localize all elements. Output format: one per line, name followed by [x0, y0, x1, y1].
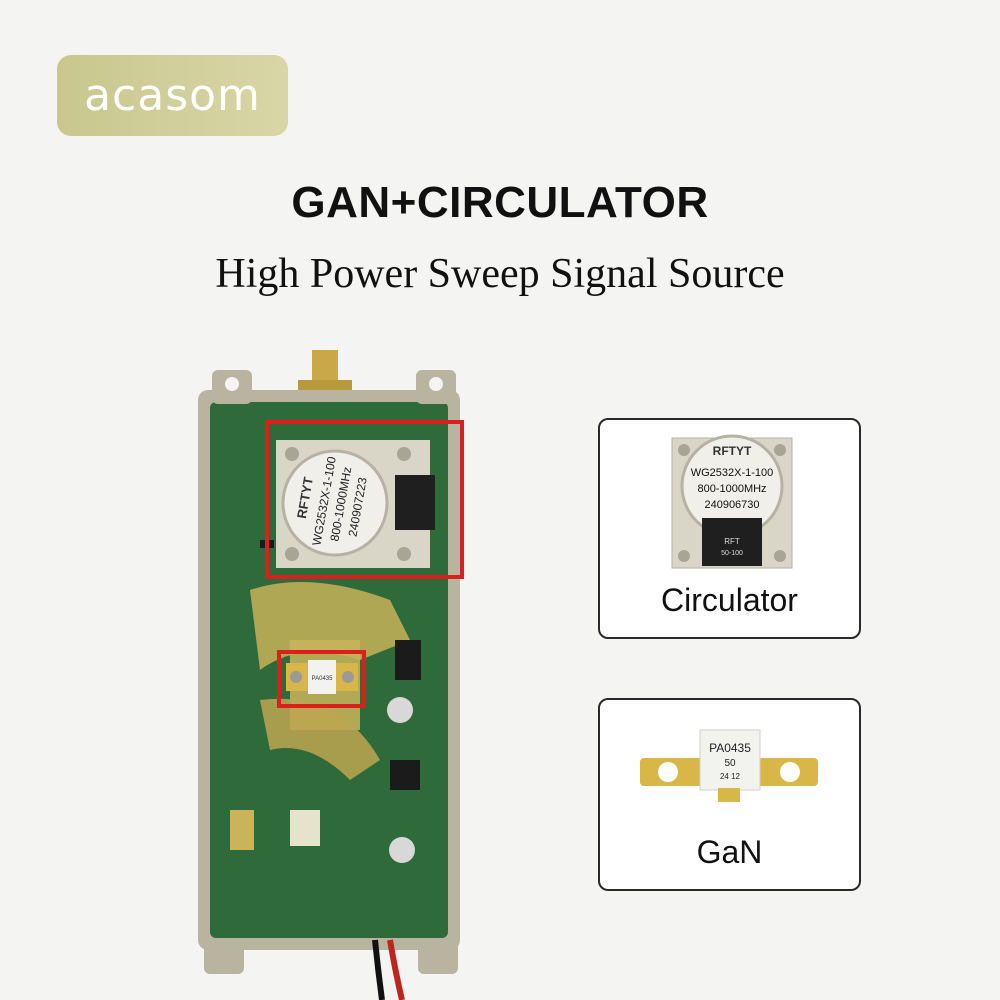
circulator-highlight-box — [265, 420, 464, 579]
gan-card: PA0435 50 24 12 GaN — [598, 698, 861, 891]
gan-chip-label: PA0435 — [709, 741, 751, 755]
gan-highlight-box — [277, 650, 366, 708]
gan-chip-line2: 50 — [724, 758, 736, 769]
circulator-card: RFTYT WG2532X-1-100 800-1000MHz 24090673… — [598, 418, 861, 639]
amplifier-module-image: RFTYT WG2532X-1-100 800-1000MHz 24090722… — [198, 350, 464, 1000]
page-subtitle: High Power Sweep Signal Source — [215, 251, 785, 297]
gan-card-label: GaN — [696, 834, 763, 870]
circulator-card-freq: 800-1000MHz — [697, 483, 766, 495]
gan-transistor-image: PA0435 50 24 12 — [640, 729, 818, 802]
circulator-component — [281, 449, 389, 557]
gan-chip-line3: 24 12 — [720, 772, 741, 781]
circulator-card-tag1: RFT — [724, 537, 740, 546]
circulator-card-label: Circulator — [661, 582, 798, 618]
brand-logo: acasom — [57, 55, 288, 136]
circulator-card-serial: 240906730 — [704, 499, 759, 511]
power-cable-red — [387, 939, 405, 1000]
page-title: GAN+CIRCULATOR — [291, 178, 709, 227]
power-cable-black — [372, 939, 385, 1000]
brand-logo-text: acasom — [84, 69, 261, 121]
circulator-image: RFTYT WG2532X-1-100 800-1000MHz 24090673… — [671, 434, 793, 569]
circulator-card-brand: RFTYT — [713, 444, 752, 458]
circulator-card-model: WG2532X-1-100 — [691, 467, 774, 479]
circulator-card-tag2: 50-100 — [721, 550, 743, 557]
device-circulator-brand: RFTYT — [294, 476, 316, 520]
device-chip-label: PA0435 — [312, 676, 334, 682]
